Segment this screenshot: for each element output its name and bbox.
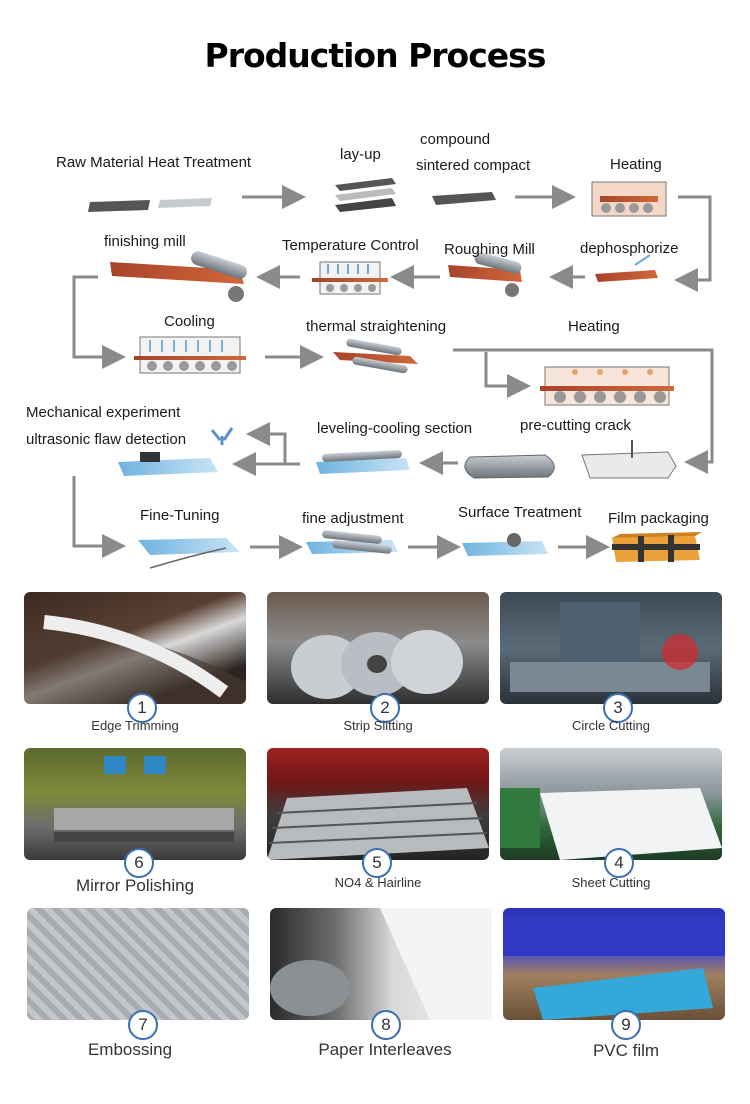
step-leveling-cooling-label: leveling-cooling section xyxy=(317,420,473,437)
pre-cutting-crack-icon xyxy=(581,440,677,479)
dephosphorize-icon xyxy=(595,254,658,282)
compound-icon xyxy=(432,192,496,205)
finishing-badge-6: 6 xyxy=(124,848,154,878)
step-raw-material-label: Raw Material Heat Treatment xyxy=(56,154,252,171)
strip-slitting-photo xyxy=(267,592,489,704)
embossing-photo xyxy=(27,908,249,1020)
roughing-mill-icon xyxy=(448,252,522,297)
pvc-film-photo xyxy=(503,908,725,1020)
cooling-icon xyxy=(134,336,246,374)
no4-hairline-photo xyxy=(267,748,489,860)
film-packaging-icon xyxy=(612,532,702,562)
arrow xyxy=(484,352,531,398)
step-fine-adjustment-label: fine adjustment xyxy=(302,510,404,527)
step-roughing-mill-label: Roughing Mill xyxy=(444,241,535,258)
step-heating-2-label: Heating xyxy=(568,318,620,335)
finishing-badge-1: 1 xyxy=(127,693,157,723)
edge-trimming-caption: Edge Trimming xyxy=(91,718,179,733)
finishing-badge-4: 4 xyxy=(604,848,634,878)
raw-material-icon xyxy=(88,198,212,212)
mirror-polishing-photo xyxy=(24,748,246,860)
arrow xyxy=(674,195,712,292)
embossing-caption: Embossing xyxy=(87,1040,173,1059)
finishing-badge-3: 3 xyxy=(603,693,633,723)
arrow xyxy=(72,476,126,558)
step-mechanical-experiment-label: Mechanical experiment xyxy=(26,404,181,421)
arrow xyxy=(72,275,126,369)
heating-furnace-icon xyxy=(591,181,667,217)
layup-icon xyxy=(335,178,396,212)
finishing-mill-icon xyxy=(110,251,247,302)
circle-cutting-photo xyxy=(500,592,722,704)
page-title: Production Process xyxy=(204,36,547,75)
heating-furnace-2-icon xyxy=(540,366,674,406)
step-surface-treatment-label: Surface Treatment xyxy=(458,504,582,521)
finishing-badge-5: 5 xyxy=(362,848,392,878)
step-heating-label: Heating xyxy=(610,156,662,173)
mirror-polishing-caption: Mirror Polishing xyxy=(75,876,195,895)
surface-treatment-icon xyxy=(462,533,548,556)
step-pre-cutting-label: pre-cutting crack xyxy=(520,417,631,434)
sheet-cutting-caption: Sheet Cutting xyxy=(571,875,651,890)
arrow xyxy=(246,422,300,466)
coil-icon xyxy=(464,454,555,479)
step-finishing-mill-label: finishing mill xyxy=(104,233,186,250)
step-thermal-straightening-label: thermal straightening xyxy=(306,318,447,335)
finishing-badge-2: 2 xyxy=(370,693,400,723)
no4-hairline-caption: NO4 & Hairline xyxy=(334,875,422,890)
step-temperature-control-label: Temperature Control xyxy=(282,237,419,254)
finishing-badge-9: 9 xyxy=(611,1010,641,1040)
step-film-packaging-label: Film packaging xyxy=(608,510,709,527)
fine-adjustment-icon xyxy=(306,530,398,554)
finishing-badge-8: 8 xyxy=(371,1010,401,1040)
flow-diagram xyxy=(72,178,714,569)
step-cooling-label: Cooling xyxy=(164,313,215,330)
thermal-straightening-icon xyxy=(333,338,418,374)
arrow xyxy=(453,348,714,474)
step-compound-label: compound xyxy=(420,131,491,148)
paper-interleaves-caption: Paper Interleaves xyxy=(318,1040,452,1059)
leveling-cooling-icon xyxy=(316,450,410,474)
finishing-badge-7: 7 xyxy=(128,1010,158,1040)
paper-interleaves-photo xyxy=(270,908,492,1020)
edge-trimming-photo xyxy=(24,592,246,704)
step-layup-label: lay-up xyxy=(340,146,381,163)
circle-cutting-caption: Circle Cutting xyxy=(571,718,651,733)
step-dephosphorize-label: dephosphorize xyxy=(580,240,679,257)
flaw-detection-icon xyxy=(118,427,234,476)
strip-slitting-caption: Strip Slitting xyxy=(343,718,413,733)
step-ultrasonic-label: ultrasonic flaw detection xyxy=(26,431,187,448)
pvc-film-caption: PVC film xyxy=(592,1041,660,1060)
fine-tuning-icon xyxy=(138,538,240,569)
temperature-control-icon xyxy=(312,261,388,295)
step-sintered-label: sintered compact xyxy=(416,157,531,174)
sheet-cutting-photo xyxy=(500,748,722,860)
step-fine-tuning-label: Fine-Tuning xyxy=(140,507,220,524)
